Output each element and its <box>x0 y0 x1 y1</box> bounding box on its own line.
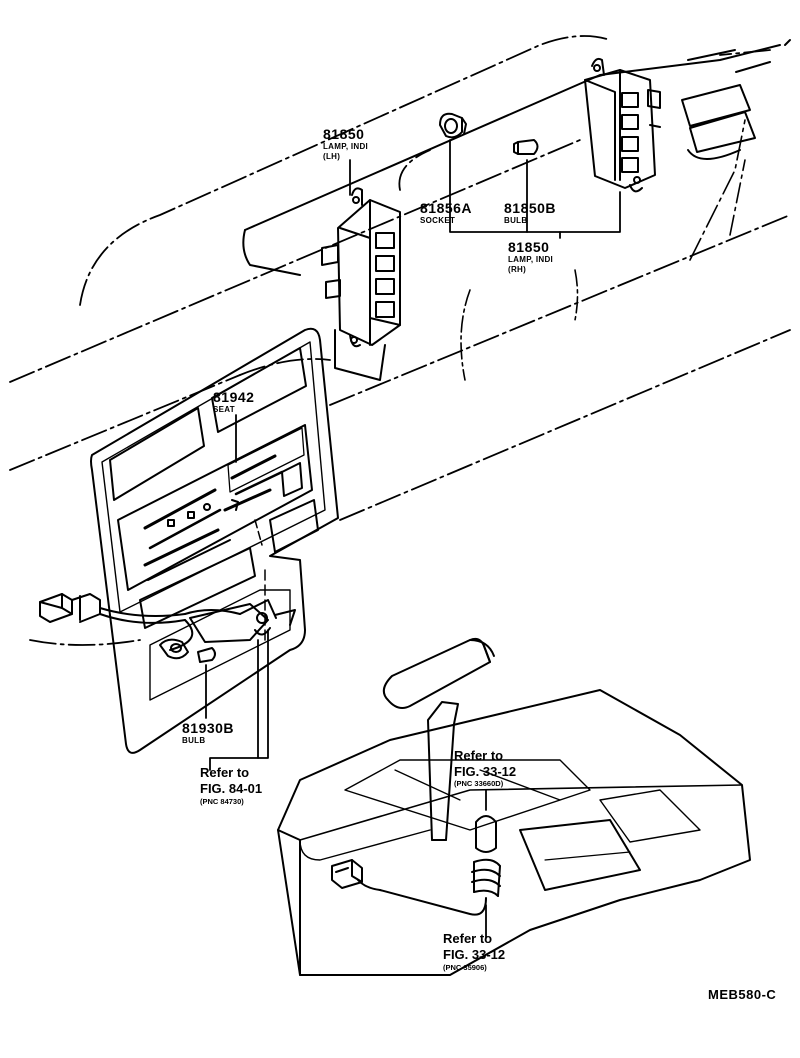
seat-part-number: 81942 <box>213 389 255 405</box>
bulb-81850b <box>513 139 539 155</box>
bulb-lower-name: BULB <box>182 736 206 745</box>
lamp-lh-side: (LH) <box>323 152 341 161</box>
ref-33b-pnc: (PNC 35906) <box>443 963 487 972</box>
lamp-indi-lh <box>321 187 401 381</box>
socket-81856a <box>439 112 467 139</box>
shift-console <box>277 637 751 976</box>
leader-lines-upper <box>349 139 621 239</box>
bulb-top-name: BULB <box>504 216 528 225</box>
ref-33a-pnc: (PNC 33660D) <box>454 779 504 788</box>
ref-84-pnc: (PNC 84730) <box>200 797 244 806</box>
ref-33a-fig: FIG. 33-12 <box>454 764 517 779</box>
socket-part-number: 81856A <box>420 200 473 216</box>
bulb-lower-part-number: 81930B <box>182 720 235 736</box>
ref-33b-fig: FIG. 33-12 <box>443 947 506 962</box>
climate-control-panel <box>90 327 339 754</box>
lamp-rh-side: (RH) <box>508 265 527 274</box>
lamp-lh-part-number: 81850 <box>323 126 365 142</box>
figure-code: MEB580-C <box>708 987 777 1002</box>
lamp-lh-name: LAMP, INDI <box>323 142 369 151</box>
socket-name: SOCKET <box>420 216 456 225</box>
lamp-indi-rh <box>584 57 661 193</box>
lamp-rh-name: LAMP, INDI <box>508 255 554 264</box>
ref-84-fig: FIG. 84-01 <box>200 781 263 796</box>
leader-lines-lower <box>205 629 269 771</box>
bulb-top-part-number: 81850B <box>504 200 557 216</box>
wire-harness <box>39 593 296 663</box>
seat-name: SEAT <box>213 405 235 414</box>
dashboard-face <box>242 39 791 381</box>
ref-84-refer: Refer to <box>200 765 250 780</box>
dashboard-outline <box>9 35 791 646</box>
ref-33b-refer: Refer to <box>443 931 493 946</box>
lamp-rh-part-number: 81850 <box>508 239 550 255</box>
ref-33a-refer: Refer to <box>454 748 504 763</box>
